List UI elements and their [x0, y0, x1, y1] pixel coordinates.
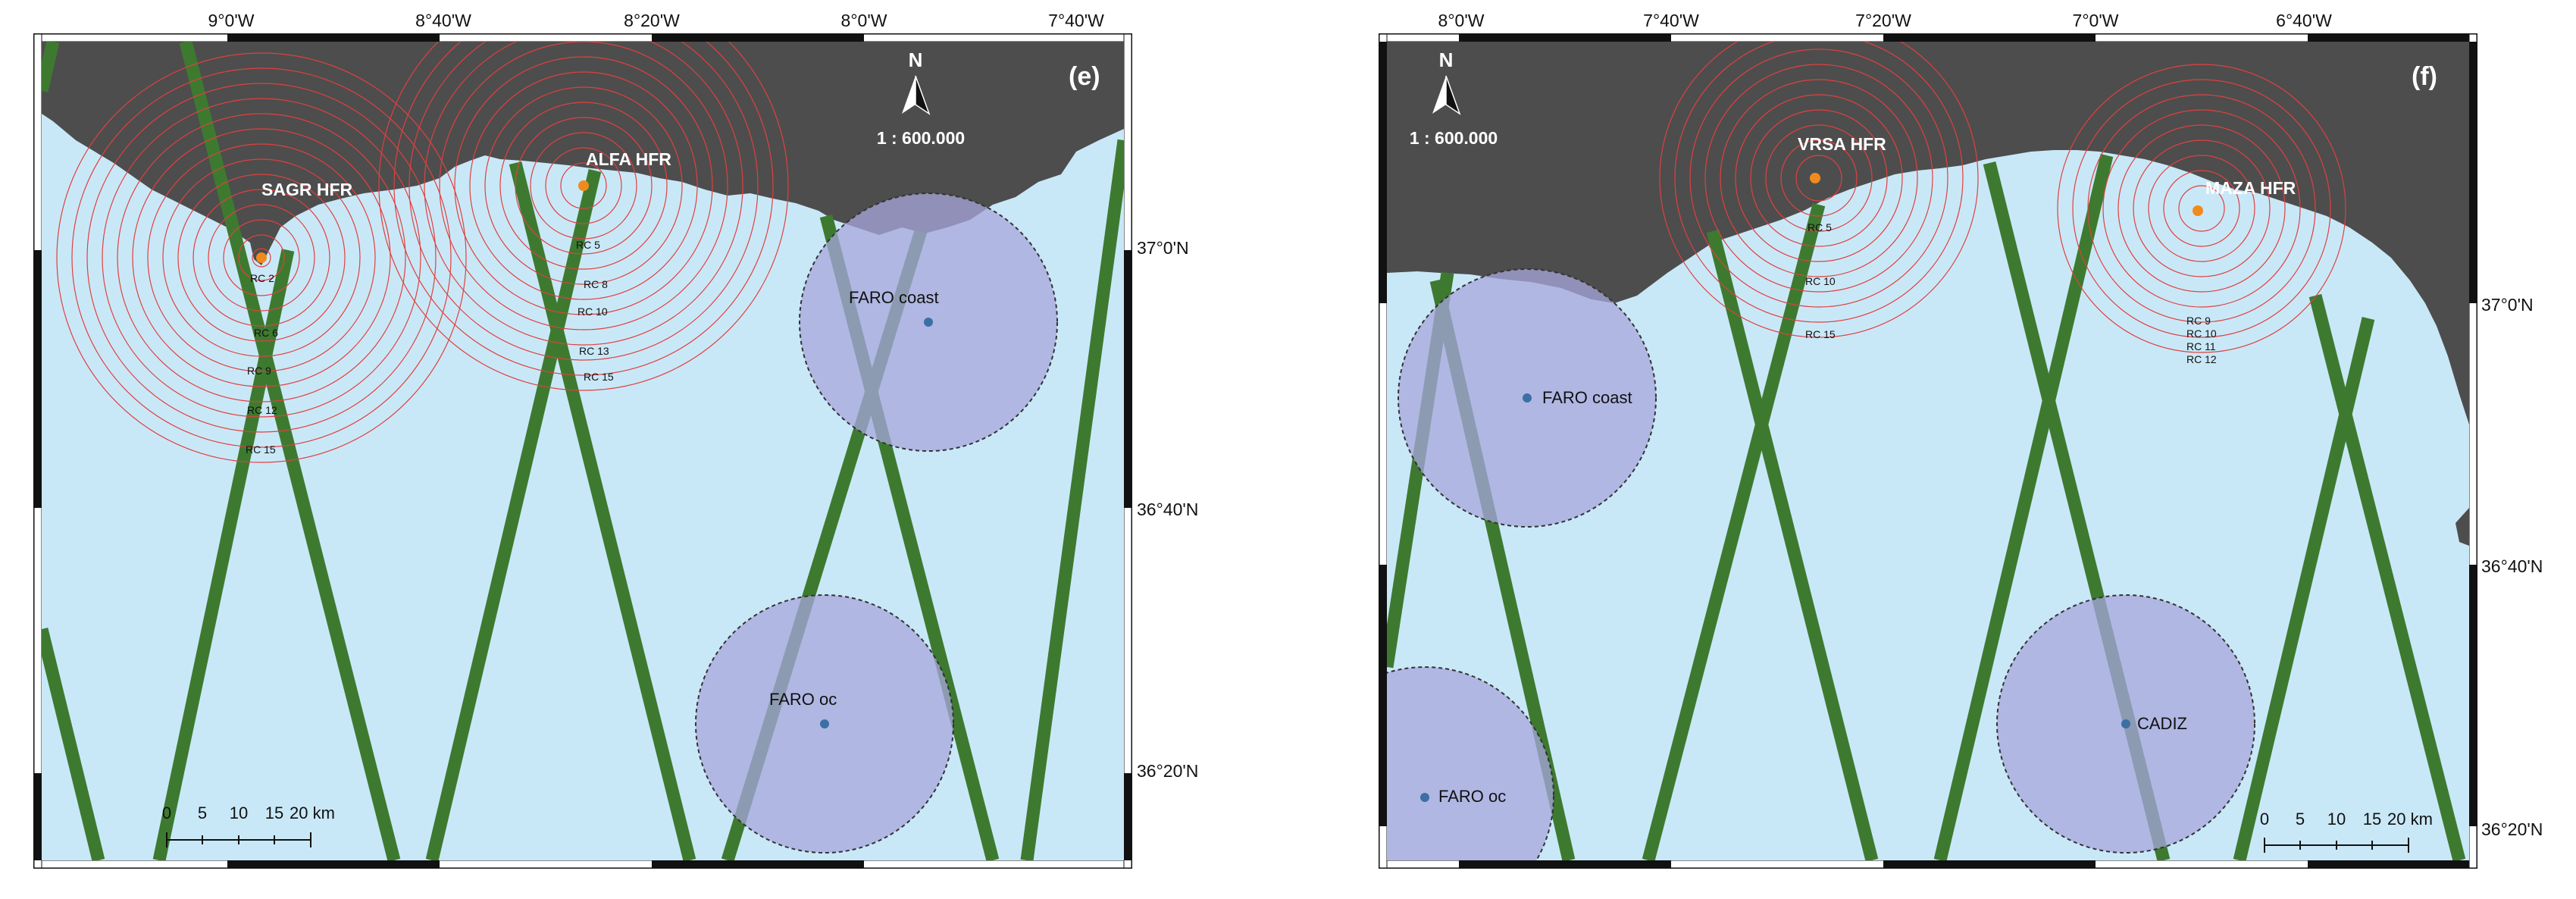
panel-f-hfr-label: VRSA HFR	[1798, 134, 1886, 154]
panel-e-alfa-rings	[378, 42, 789, 391]
panel-e-rc-label: RC 12	[247, 404, 277, 416]
panel-f-lon-tick: 7°0'W	[2073, 11, 2119, 30]
panel-e-rc-label: RC 15	[246, 443, 276, 456]
panel-f-vrsa-dot	[1810, 173, 1820, 183]
panel-f-lon-tick: 8°0'W	[1438, 11, 1485, 30]
panel-e-scale-tick: 10	[230, 803, 248, 822]
panel-e-scale-tick: 20 km	[290, 803, 335, 822]
panel-e-lon-tick: 7°40'W	[1048, 11, 1104, 30]
panel-e-scale-tick: 0	[162, 803, 171, 822]
panel-e-rc-label: RC 15	[584, 371, 614, 383]
panel-f-scale-tick: 10	[2327, 810, 2346, 829]
panel-e-lat-tick: 37°0'N	[1137, 238, 1189, 258]
panel-f-rc-label: RC 10	[1805, 275, 1836, 287]
panel-f-lat-tick: 37°0'N	[2481, 295, 2534, 315]
panel-e-rc-label: RC 8	[584, 278, 608, 290]
panel-f-lat-tick: 36°40'N	[2481, 556, 2543, 576]
panel-f-north-letter: N	[1439, 49, 1454, 71]
panel-f-scale-ratio: 1 : 600.000	[1410, 128, 1498, 148]
panel-e-frame-ticks	[33, 33, 1132, 869]
panel-e-scalebar: 0 5 10 15 20 km	[162, 803, 335, 847]
panel-e: 9°0'W 8°40'W 8°20'W 8°0'W 7°40'W 37°0'N …	[33, 11, 1198, 869]
panel-e-north-arrow: N	[902, 49, 931, 115]
panel-e-lon-tick: 9°0'W	[208, 11, 255, 30]
panel-f-scale-tick: 5	[2296, 810, 2305, 829]
panel-e-station-label: FARO coast	[849, 288, 939, 307]
panel-e-north-letter: N	[909, 49, 923, 71]
panel-f-vrsa-rings	[1659, 42, 1979, 338]
panel-e-scale-tick: 15	[265, 803, 283, 822]
panel-e-label: (e)	[1069, 62, 1100, 91]
panel-e-rc-label: RC 13	[579, 345, 609, 357]
panel-f-frame-ticks	[1379, 33, 2477, 869]
panel-f-rc-label: RC 9	[2186, 315, 2211, 327]
panel-f-faro-oc-area	[1387, 666, 1554, 860]
panel-e-faro-coast-dot	[924, 318, 933, 327]
panel-f-lat-tick: 36°20'N	[2481, 819, 2543, 839]
panel-f-scalebar: 0 5 10 15 20 km	[2260, 810, 2433, 853]
panel-e-rc-label: RC 9	[247, 365, 271, 377]
panel-e-station-label: FARO oc	[769, 690, 837, 709]
panel-f-rc-label: RC 12	[2186, 353, 2217, 365]
panel-f-scale-tick: 20 km	[2387, 810, 2433, 829]
panel-f-land	[1387, 42, 2469, 424]
panel-f-station-label: FARO oc	[1438, 787, 1506, 806]
panel-f-label: (f)	[2412, 62, 2437, 91]
panel-f-scale-tick: 15	[2363, 810, 2381, 829]
panel-e-rc-label: RC 5	[576, 239, 600, 251]
panel-e-rc-label: RC 2	[250, 272, 274, 284]
panel-e-lon-tick: 8°40'W	[415, 11, 471, 30]
panel-e-rc-label: RC 6	[254, 327, 278, 339]
panel-e-faro-oc-dot	[820, 719, 829, 728]
panel-f-lon-tick: 7°20'W	[1855, 11, 1911, 30]
panel-f-station-label: FARO coast	[1542, 388, 1632, 407]
panel-f-lon-tick: 6°40'W	[2276, 11, 2332, 30]
panel-f-maza-rings	[2057, 64, 2346, 353]
panel-e-scale-ratio: 1 : 600.000	[877, 128, 965, 148]
panel-f-station-label: CADIZ	[2137, 714, 2187, 733]
panel-f: 8°0'W 7°40'W 7°20'W 7°0'W 6°40'W 37°0'N …	[1379, 11, 2543, 869]
panel-e-lat-tick: 36°20'N	[1137, 761, 1198, 781]
panel-f-rc-label: RC 10	[2186, 327, 2217, 340]
panel-f-tracks	[1387, 154, 2466, 860]
panel-e-lon-tick: 8°0'W	[841, 11, 887, 30]
panel-e-hfr-label: SAGR HFR	[261, 180, 353, 199]
panel-f-rc-label: RC 5	[1808, 221, 1832, 233]
panel-f-maza-dot	[2193, 205, 2203, 216]
panel-f-hfr-label: MAZA HFR	[2205, 178, 2296, 198]
panel-f-lon-tick: 7°40'W	[1643, 11, 1699, 30]
panel-e-scale-tick: 5	[198, 803, 207, 822]
panel-e-hfr-label: ALFA HFR	[586, 149, 671, 169]
panel-e-sagr-dot	[256, 252, 267, 263]
panel-f-cadiz-dot	[2121, 719, 2130, 728]
panel-e-lat-tick: 36°40'N	[1137, 500, 1198, 519]
panel-e-land	[42, 42, 1124, 265]
panel-f-rc-label: RC 15	[1805, 328, 1836, 340]
panel-f-north-arrow: N	[1432, 49, 1461, 115]
panel-e-alfa-dot	[578, 180, 589, 191]
panel-f-scale-tick: 0	[2260, 810, 2269, 829]
panel-f-rc-label: RC 11	[2186, 340, 2216, 352]
panel-f-land-corner	[2455, 508, 2469, 546]
panel-e-rc-label: RC 10	[577, 305, 608, 318]
panel-e-sagr-rings	[56, 52, 467, 463]
panel-e-lon-tick: 8°20'W	[624, 11, 680, 30]
panel-f-faro-coast-dot	[1523, 393, 1532, 403]
panel-f-faro-oc-dot	[1420, 793, 1429, 802]
